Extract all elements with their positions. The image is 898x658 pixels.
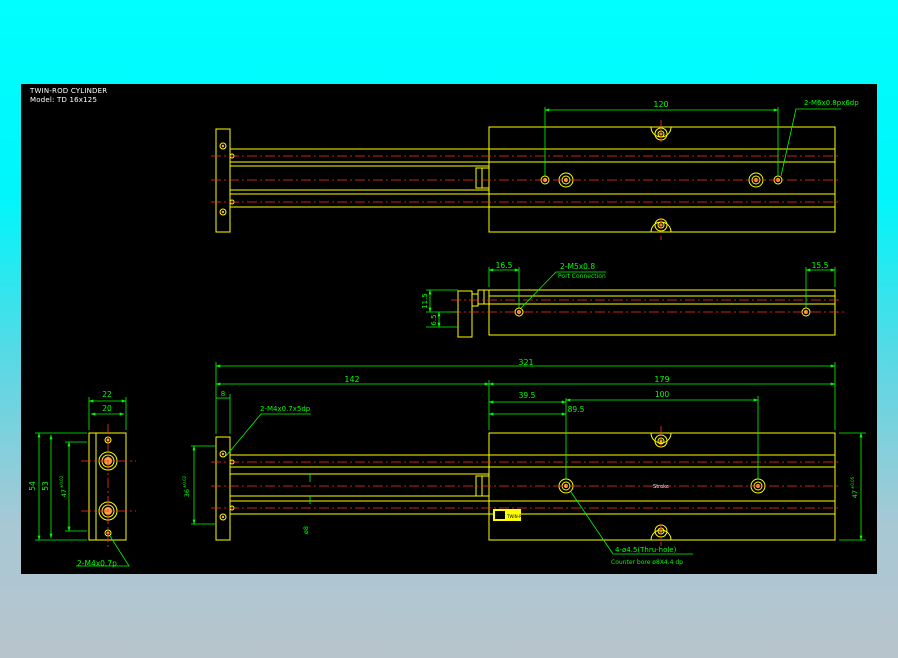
side-view-centerlines — [451, 299, 846, 313]
end-view-centerlines — [81, 424, 136, 549]
end-view-outline — [88, 432, 127, 541]
front-dim-321: 321 — [518, 358, 533, 367]
front-view-label-plate: TWIN-ROD — [493, 509, 528, 521]
side-view-dimensions — [426, 267, 836, 328]
front-dim-89-5: 89.5 — [568, 405, 585, 414]
front-label-plate: TWIN-ROD — [506, 514, 528, 519]
end-callout-tap: 2-M4x0.7p — [77, 559, 117, 568]
front-view-centerlines — [211, 426, 841, 546]
side-callout-port-sub: Port Connection — [558, 273, 606, 280]
end-dim-53: 53 — [41, 481, 50, 491]
end-dim-47-group: 47 ±0.02 — [59, 475, 68, 497]
top-view-dimensions — [544, 107, 841, 177]
front-view-outline — [215, 432, 836, 541]
side-view: 16.5 15.5 2-M5x0.8 Port Connection 11.5 … — [421, 261, 846, 338]
front-dim-142: 142 — [344, 375, 359, 384]
front-dim-rod-dia: ø8 — [302, 526, 310, 534]
front-dim-36-group: 36 ±0.02 — [182, 475, 191, 497]
side-view-outline — [457, 289, 836, 338]
front-dim-8: 8 — [221, 390, 225, 398]
end-view-dimensions — [35, 397, 130, 567]
top-callout-mount: 2-M6x0.8px6dp — [804, 99, 859, 107]
front-callout-thru-holes: 4-ø4.5(Thru-hole) — [615, 546, 677, 554]
side-dim-15-5: 15.5 — [812, 261, 829, 270]
title-line-1: TWIN-ROD CYLINDER — [30, 87, 108, 95]
end-dim-54: 54 — [28, 481, 37, 491]
front-dim-47-tol: ±0.05 — [850, 476, 855, 489]
end-dim-20: 20 — [102, 404, 112, 413]
top-view-outline — [215, 126, 836, 233]
front-stroke-note: Stroke — [653, 484, 669, 490]
side-dim-16-5: 16.5 — [496, 261, 513, 270]
front-dim-100: 100 — [655, 390, 670, 399]
drawing-svg: 120 2-M6x0.8px6dp — [28, 99, 866, 568]
end-view: 22 20 54 53 47 ±0.02 2-M4x0.7p — [28, 390, 136, 568]
front-view-dimensions — [191, 362, 866, 555]
title-line-2: Model: TD 16x125 — [30, 96, 98, 104]
top-view: 120 2-M6x0.8px6dp — [211, 99, 859, 240]
side-dim-11-5: 11.5 — [421, 293, 429, 309]
front-dim-36-tol: ±0.02 — [182, 475, 187, 488]
side-dim-6-5: 6.5 — [430, 314, 438, 325]
front-view: TWIN-ROD Stroke — [182, 358, 866, 566]
top-view-hole-fills — [221, 132, 780, 227]
cad-drawing-canvas: TWIN-ROD CYLINDER Model: TD 16x125 — [21, 84, 877, 574]
end-dim-47: 47 — [60, 489, 68, 497]
top-view-centerlines — [211, 120, 841, 240]
front-dim-39-5: 39.5 — [519, 391, 536, 400]
front-callout-counterbore: Counter bore ø8X4.4 dp — [611, 559, 683, 566]
front-dim-47: 47 — [851, 490, 859, 498]
side-callout-port: 2-M5x0.8 — [560, 262, 595, 271]
end-dim-47-tol: ±0.02 — [59, 475, 64, 488]
title-block: TWIN-ROD CYLINDER Model: TD 16x125 — [30, 87, 107, 105]
front-dim-179: 179 — [654, 375, 669, 384]
top-dim-120: 120 — [653, 100, 668, 109]
front-callout-plate-tap: 2-M4x0.7x5dp — [260, 405, 311, 413]
front-dim-47-group: 47 ±0.05 — [850, 476, 859, 498]
end-dim-22: 22 — [102, 390, 112, 399]
front-dim-36: 36 — [183, 489, 191, 497]
